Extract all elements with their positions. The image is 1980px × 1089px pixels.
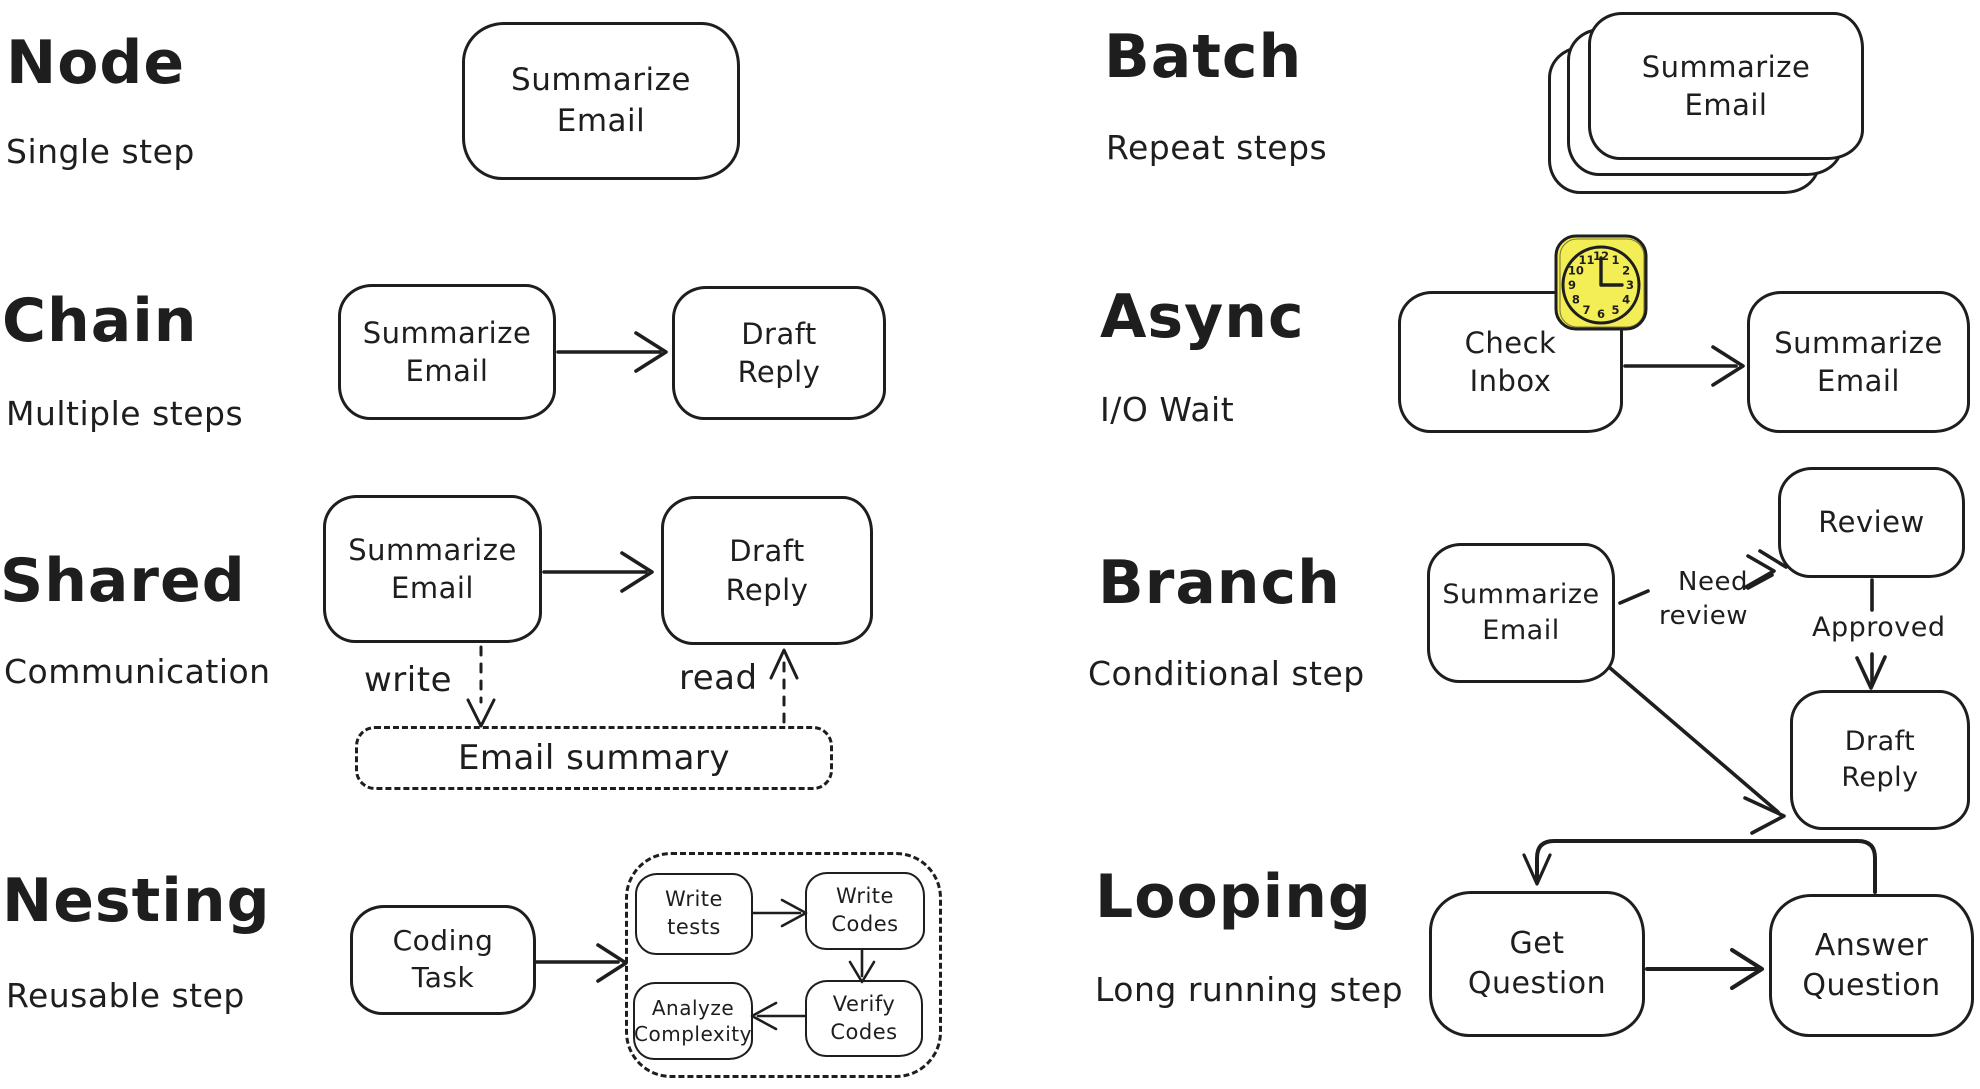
branch-box-summarize-label: Summarize Email [1442, 579, 1600, 646]
shared-box-draft: Draft Reply [661, 496, 873, 645]
shared-store-box: Email summary [355, 726, 833, 790]
batch-card-front: Summarize Email [1588, 12, 1864, 160]
async-arrow [1623, 345, 1745, 387]
shared-read-label: read [679, 658, 758, 698]
shared-box-summarize-label: Summarize Email [348, 532, 517, 605]
chain-box-summarize: Summarize Email [338, 284, 556, 420]
async-box-check-inbox: Check Inbox [1398, 291, 1623, 433]
async-title: Async [1100, 282, 1305, 352]
svg-text:12: 12 [1593, 249, 1609, 263]
looping-loop-back-arrow [1522, 839, 1877, 894]
looping-subtitle: Long running step [1095, 970, 1404, 1009]
looping-main-arrow [1645, 948, 1764, 990]
branch-box-summarize: Summarize Email [1427, 543, 1615, 683]
looping-title: Looping [1095, 862, 1372, 932]
branch-box-draft: Draft Reply [1790, 690, 1970, 830]
batch-title: Batch [1104, 22, 1303, 92]
nesting-entry-arrow [534, 943, 628, 983]
async-box-summarize-label: Summarize Email [1774, 325, 1943, 398]
nesting-box-write-tests: Write tests [635, 873, 753, 955]
nesting-box-analyze-complexity-label: Analyze Complexity [634, 995, 752, 1046]
chain-arrow [556, 331, 668, 373]
svg-text:1: 1 [1611, 253, 1619, 267]
async-subtitle: I/O Wait [1100, 390, 1235, 429]
branch-box-review: Review [1778, 467, 1965, 578]
nesting-box-write-tests-label: Write tests [665, 887, 723, 939]
chain-subtitle: Multiple steps [6, 394, 244, 433]
nesting-title: Nesting [2, 866, 271, 936]
async-box-summarize: Summarize Email [1747, 291, 1970, 433]
batch-subtitle: Repeat steps [1106, 128, 1328, 167]
svg-text:7: 7 [1582, 303, 1590, 317]
nesting-box-analyze-complexity: Analyze Complexity [633, 982, 753, 1060]
shared-write-arrow [466, 645, 496, 728]
node-step-box: Summarize Email [462, 22, 740, 180]
branch-diagonal-arrow [1608, 666, 1786, 835]
nesting-box-verify-codes: Verify Codes [805, 980, 923, 1057]
async-box-check-inbox-label: Check Inbox [1464, 325, 1557, 398]
nesting-box-write-codes-label: Write Codes [831, 884, 899, 936]
branch-box-draft-label: Draft Reply [1841, 726, 1919, 793]
branch-title: Branch [1098, 548, 1341, 618]
shared-store-label: Email summary [457, 737, 731, 778]
looping-box-get-question-label: Get Question [1467, 926, 1607, 1001]
svg-text:3: 3 [1626, 278, 1634, 292]
svg-text:11: 11 [1578, 253, 1594, 267]
branch-need-review-label: Need review [1659, 567, 1748, 631]
nesting-box-coding-task-label: Coding Task [392, 924, 494, 994]
svg-text:9: 9 [1568, 278, 1576, 292]
svg-text:2: 2 [1622, 264, 1630, 278]
shared-write-label: write [364, 660, 452, 700]
node-title: Node [6, 28, 186, 98]
chain-box-summarize-label: Summarize Email [362, 315, 532, 388]
chain-box-draft-label: Draft Reply [737, 316, 821, 389]
shared-subtitle: Communication [4, 652, 271, 691]
chain-title: Chain [2, 286, 198, 356]
shared-main-arrow [542, 551, 654, 593]
looping-box-answer-question: Answer Question [1769, 894, 1974, 1037]
branch-box-review-label: Review [1818, 505, 1925, 540]
shared-box-draft-label: Draft Reply [725, 534, 809, 607]
svg-text:8: 8 [1572, 293, 1580, 307]
shared-box-summarize: Summarize Email [323, 495, 542, 643]
svg-text:6: 6 [1597, 307, 1605, 321]
svg-text:10: 10 [1568, 264, 1584, 278]
nesting-box-verify-codes-label: Verify Codes [830, 991, 898, 1044]
branch-subtitle: Conditional step [1088, 654, 1365, 693]
shared-title: Shared [0, 546, 246, 616]
chain-box-draft: Draft Reply [672, 286, 886, 420]
node-subtitle: Single step [6, 132, 195, 171]
nesting-box-write-codes: Write Codes [805, 872, 925, 950]
batch-step-label: Summarize Email [1641, 49, 1811, 122]
svg-text:4: 4 [1622, 293, 1630, 307]
svg-text:5: 5 [1611, 303, 1619, 317]
looping-box-get-question: Get Question [1429, 891, 1645, 1037]
nesting-subtitle: Reusable step [6, 976, 245, 1015]
node-step-label: Summarize Email [511, 62, 691, 139]
nesting-box-coding-task: Coding Task [350, 905, 536, 1015]
branch-approved-label: Approved [1812, 612, 1946, 643]
shared-read-arrow [769, 648, 799, 724]
looping-box-answer-question-label: Answer Question [1802, 927, 1941, 1003]
